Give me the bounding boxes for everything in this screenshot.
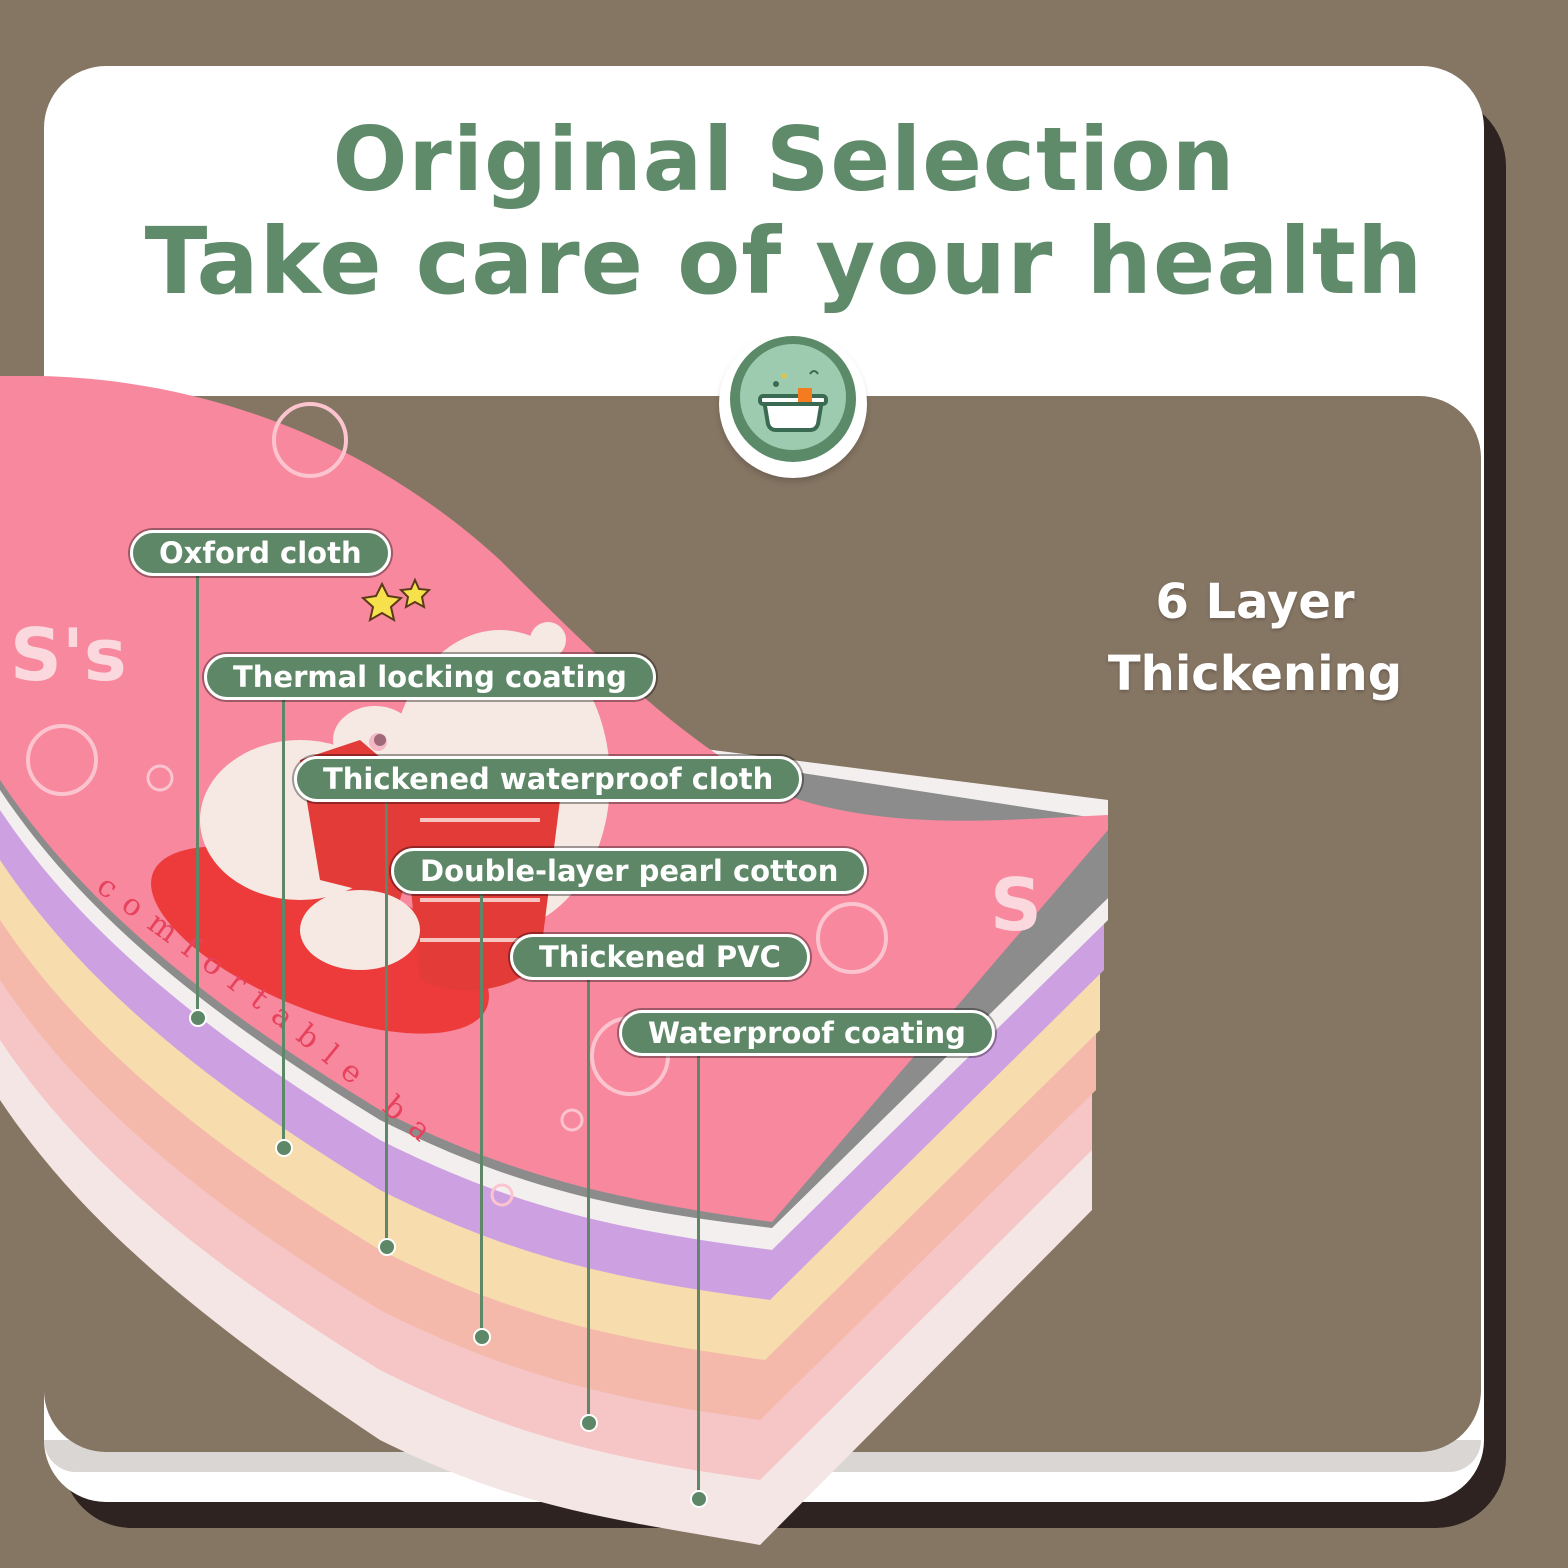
headline-line-2: Take care of your health: [144, 208, 1424, 315]
label-thickened-waterproof-cloth: Thickened waterproof cloth: [294, 756, 803, 802]
leader-thermal-locking: [282, 694, 285, 1146]
dot-pvc: [580, 1414, 598, 1432]
bathtub-icon: [758, 370, 828, 432]
dot-waterproof-coating: [690, 1490, 708, 1508]
headline-line-1: Original Selection: [332, 108, 1236, 211]
dot-thickened-waterproof: [378, 1238, 396, 1256]
label-oxford-cloth: Oxford cloth: [130, 530, 391, 576]
bathtub-badge: [730, 336, 856, 462]
svg-text:S's: S's: [10, 613, 127, 697]
label-thermal-locking-coating: Thermal locking coating: [204, 654, 656, 700]
svg-text:S: S: [990, 863, 1042, 947]
leader-pvc: [587, 974, 590, 1422]
layer-count-caption: 6 Layer Thickening: [1100, 566, 1410, 710]
label-thickened-pvc: Thickened PVC: [510, 934, 810, 980]
leader-thickened-waterproof: [385, 796, 388, 1246]
leader-pearl-cotton: [480, 888, 483, 1336]
label-waterproof-coating: Waterproof coating: [619, 1010, 995, 1056]
label-double-layer-pearl-cotton: Double-layer pearl cotton: [391, 848, 868, 894]
dot-pearl-cotton: [473, 1328, 491, 1346]
dot-thermal-locking: [275, 1139, 293, 1157]
dot-oxford-cloth: [189, 1009, 207, 1027]
caption-line-1: 6 Layer: [1155, 574, 1355, 630]
caption-line-2: Thickening: [1107, 646, 1403, 702]
leader-waterproof-coating: [697, 1050, 700, 1498]
leader-oxford-cloth: [196, 572, 199, 1016]
